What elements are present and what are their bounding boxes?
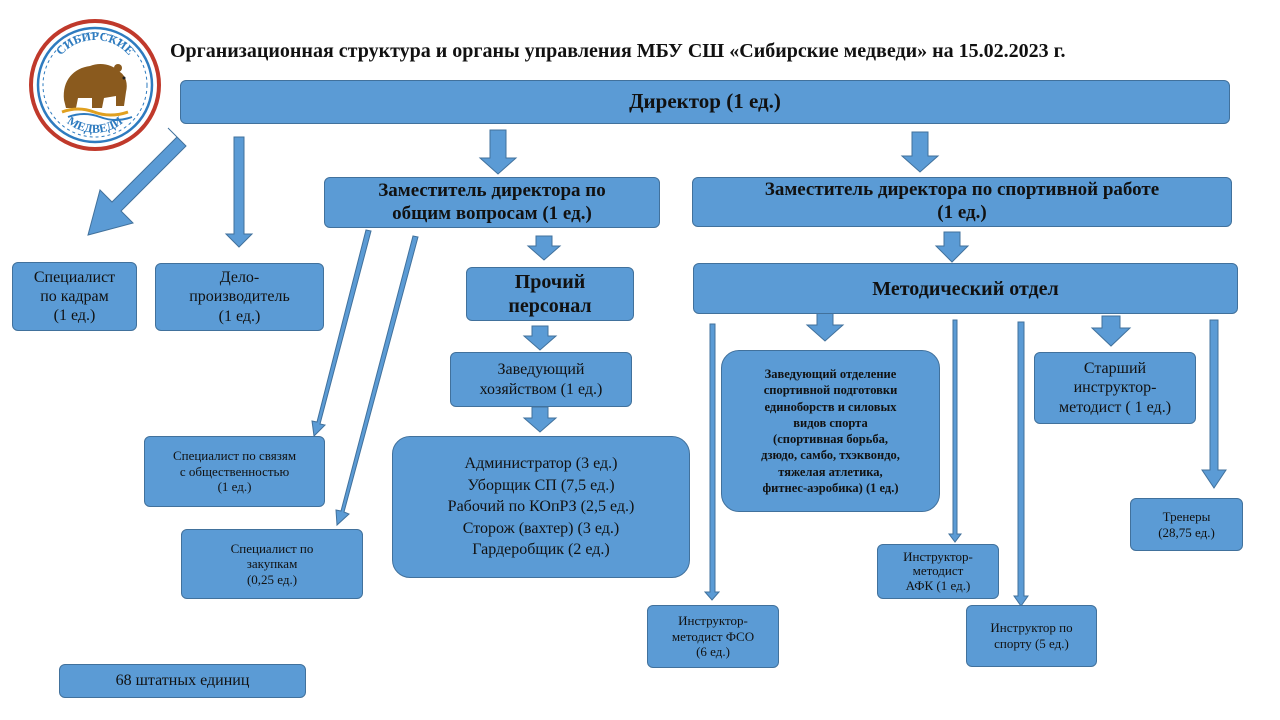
logo: СИБИРСКИЕ МЕДВЕДИ <box>29 19 161 151</box>
instructor-sport-line1: Инструктор по <box>990 620 1073 636</box>
staff-list-box: Администратор (3 ед.) Уборщик СП (7,5 ед… <box>392 436 690 578</box>
method-dept-box: Методический отдел <box>693 263 1238 314</box>
staff-item: Уборщик СП (7,5 ед.) <box>467 476 615 494</box>
clerk-line2: производитель <box>189 288 290 306</box>
coaches-line2: (28,75 ед.) <box>1158 524 1215 540</box>
head-combat-line: дзюдо, самбо, тхэквондо, <box>761 448 900 463</box>
bear-icon <box>63 64 127 108</box>
clerk-line1: Дело- <box>219 269 260 287</box>
hr-box: Специалист по кадрам (1 ед.) <box>12 262 137 331</box>
head-combat-line: спортивной подготовки <box>763 383 898 398</box>
arrow-to-senior-instructor <box>1090 315 1132 347</box>
deputy-general-line1: Заместитель директора по <box>378 179 606 201</box>
coaches-box: Тренеры (28,75 ед.) <box>1130 498 1243 551</box>
senior-instructor-line3: методист ( 1 ед.) <box>1058 398 1172 416</box>
procurement-line3: (0,25 ед.) <box>246 571 298 587</box>
instructor-fso-line3: (6 ед.) <box>696 644 730 660</box>
staff-item: Администратор (3 ед.) <box>464 455 618 473</box>
deputy-general-line2: общим вопросам (1 ед.) <box>392 202 592 224</box>
coaches-line1: Тренеры <box>1162 508 1211 524</box>
head-combat-line: Заведующий отделение <box>764 367 897 381</box>
staff-item: Рабочий по КОпРЗ (2,5 ед.) <box>447 498 635 516</box>
pr-line3: (1 ед.) <box>217 479 252 495</box>
other-staff-box: Прочий персонал <box>466 267 634 321</box>
deputy-sport-line2: (1 ед.) <box>937 202 987 223</box>
senior-instructor-line1: Старший <box>1083 360 1147 378</box>
hr-line1: Специалист <box>33 268 116 286</box>
instructor-sport-line2: спорту (5 ед.) <box>994 636 1069 651</box>
arrow-to-coaches <box>1201 319 1227 489</box>
clerk-line3: (1 ед.) <box>218 307 261 325</box>
instructor-afk-box: Инструктор- методист АФК (1 ед.) <box>877 544 999 599</box>
instructor-fso-line2: методист ФСО <box>671 628 755 644</box>
instructor-afk-line2: методист <box>912 563 964 579</box>
pr-line2: с общественностью <box>179 463 290 479</box>
head-combat-line: видов спорта <box>793 415 868 430</box>
arrow-to-pr <box>311 229 372 438</box>
instructor-sport-box: Инструктор по спорту (5 ед.) <box>966 605 1097 667</box>
procurement-line1: Специалист по <box>230 540 314 556</box>
total-staff-label: 68 штатных единиц <box>115 672 250 690</box>
instructor-afk-line3: АФК (1 ед.) <box>905 577 971 593</box>
clerk-box: Дело- производитель (1 ед.) <box>155 263 324 331</box>
arrow-to-instructor-sport <box>1013 321 1029 607</box>
arrow-to-housekeeping <box>522 325 558 351</box>
housekeeping-line1: Заведующий <box>497 361 585 379</box>
method-dept-label: Методический отдел <box>872 277 1059 300</box>
arrow-to-procurement <box>335 235 419 527</box>
hr-line2: по кадрам <box>40 287 109 305</box>
senior-instructor-line2: инструктор- <box>1073 379 1157 397</box>
arrow-to-instructor-afk <box>948 319 962 543</box>
deputy-general-box: Заместитель директора по общим вопросам … <box>324 177 660 228</box>
head-combat-line: фитнес-аэробика) (1 ед.) <box>762 480 899 495</box>
arrow-to-staff-list <box>522 406 558 433</box>
pr-box: Специалист по связям с общественностью (… <box>144 436 325 507</box>
instructor-fso-line1: Инструктор- <box>678 613 748 629</box>
procurement-box: Специалист по закупкам (0,25 ед.) <box>181 529 363 599</box>
housekeeping-line2: хозяйством (1 ед.) <box>479 380 603 398</box>
instructor-fso-box: Инструктор- методист ФСО (6 ед.) <box>647 605 779 668</box>
head-combat-line: тяжелая атлетика, <box>778 464 883 479</box>
head-combat-line: единоборств и силовых <box>764 399 897 414</box>
arrow-to-clerk <box>224 136 254 248</box>
head-combat-line: (спортивная борьба, <box>773 432 888 446</box>
head-combat-box: Заведующий отделение спортивной подготов… <box>721 350 940 512</box>
housekeeping-box: Заведующий хозяйством (1 ед.) <box>450 352 632 407</box>
pr-line1: Специалист по связям <box>172 448 297 464</box>
hr-line3: (1 ед.) <box>53 307 96 325</box>
deputy-sport-line1: Заместитель директора по спортивной рабо… <box>764 179 1160 201</box>
arrow-to-deputy-general <box>478 129 518 175</box>
staff-item: Сторож (вахтер) (3 ед.) <box>462 519 620 537</box>
director-box: Директор (1 ед.) <box>180 80 1230 124</box>
director-label: Директор (1 ед.) <box>629 89 781 114</box>
staff-item: Гардеробщик (2 ед.) <box>472 541 610 559</box>
instructor-afk-line1: Инструктор- <box>903 549 973 565</box>
deputy-sport-box: Заместитель директора по спортивной рабо… <box>692 177 1232 227</box>
total-staff-box: 68 штатных единиц <box>59 664 306 698</box>
arrow-to-method-dept <box>934 231 970 263</box>
arrow-to-instructor-fso <box>703 323 721 601</box>
arrow-to-hr <box>87 127 187 236</box>
arrow-to-head-combat <box>805 312 845 342</box>
arrow-to-other-staff <box>526 235 562 261</box>
procurement-line2: закупкам <box>246 556 298 572</box>
page-title: Организационная структура и органы управ… <box>170 40 1066 62</box>
other-staff-line2: персонал <box>508 295 592 317</box>
senior-instructor-box: Старший инструктор- методист ( 1 ед.) <box>1034 352 1196 424</box>
other-staff-line1: Прочий <box>514 271 586 293</box>
arrow-to-deputy-sport <box>900 131 940 173</box>
